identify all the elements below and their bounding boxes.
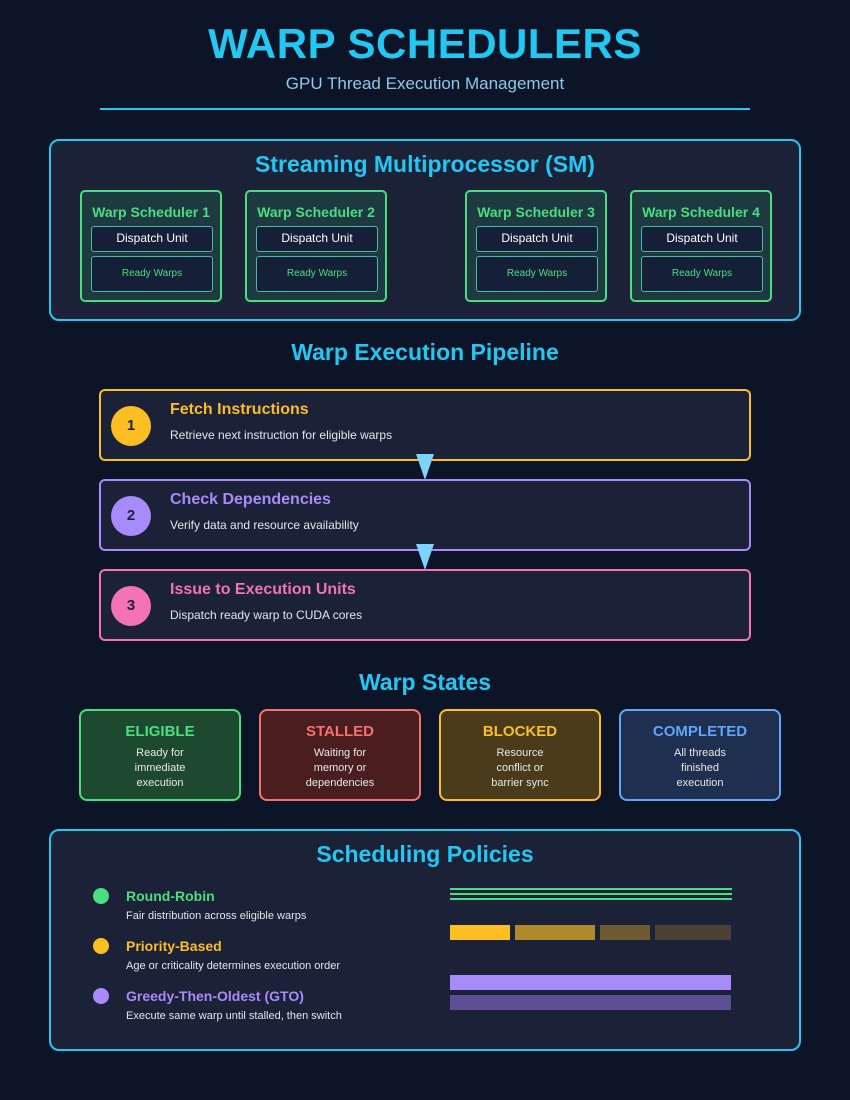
page-title: WARP SCHEDULERS (208, 20, 642, 67)
warp-scheduler-1: Warp Scheduler 1 Dispatch Unit Ready War… (80, 190, 222, 302)
policy-name: Priority-Based (126, 938, 222, 954)
down-arrow-icon (416, 544, 434, 570)
state-stalled: STALLED Waiting for memory or dependenci… (259, 709, 421, 801)
ready-warps: Ready Warps (91, 256, 213, 292)
dispatch-unit: Dispatch Unit (641, 226, 763, 252)
pipeline-step-fetch: 1 Fetch Instructions Retrieve next instr… (99, 389, 751, 461)
warp-scheduler-2: Warp Scheduler 2 Dispatch Unit Ready War… (245, 190, 387, 302)
policy-name: Round-Robin (126, 888, 215, 904)
dispatch-unit: Dispatch Unit (91, 226, 213, 252)
state-description: Ready for immediate execution (134, 747, 186, 789)
sm-title: Streaming Multiprocessor (SM) (255, 151, 595, 177)
round-robin-dot-icon (93, 888, 109, 904)
step-description: Retrieve next instruction for eligible w… (170, 428, 393, 442)
warp-states-title: Warp States (358, 669, 492, 695)
scheduler-name: Warp Scheduler 2 (257, 204, 375, 220)
ready-warps: Ready Warps (641, 256, 763, 292)
state-completed: COMPLETED All threads finished execution (619, 709, 781, 801)
scheduler-name: Warp Scheduler 3 (477, 204, 595, 220)
step-number-badge: 2 (111, 496, 151, 536)
ready-warps: Ready Warps (476, 256, 598, 292)
title-divider (100, 108, 750, 110)
pipeline-step-dependencies: 2 Check Dependencies Verify data and res… (99, 479, 751, 551)
state-description: Resource conflict or barrier sync (491, 747, 549, 789)
warp-scheduler-3: Warp Scheduler 3 Dispatch Unit Ready War… (465, 190, 607, 302)
state-description: All threads finished execution (674, 747, 726, 789)
policy-description: Execute same warp until stalled, then sw… (126, 1010, 342, 1022)
sm-panel: Streaming Multiprocessor (SM) Warp Sched… (49, 139, 801, 321)
policies-title: Scheduling Policies (316, 841, 534, 867)
policy-description: Age or criticality determines execution … (126, 960, 340, 972)
pipeline-step-issue: 3 Issue to Execution Units Dispatch read… (99, 569, 751, 641)
pipeline-title: Warp Execution Pipeline (291, 339, 559, 365)
policies-panel: Scheduling Policies Round-Robin Fair dis… (49, 829, 801, 1051)
priority-bar-3 (600, 925, 650, 940)
state-name: ELIGIBLE (125, 723, 195, 740)
dispatch-unit: Dispatch Unit (476, 226, 598, 252)
state-description: Waiting for memory or dependencies (305, 747, 375, 789)
step-title: Fetch Instructions (170, 401, 309, 418)
step-number-badge: 3 (111, 586, 151, 626)
policy-description: Fair distribution across eligible warps (126, 910, 307, 922)
state-blocked: BLOCKED Resource conflict or barrier syn… (439, 709, 601, 801)
state-name: COMPLETED (652, 723, 748, 740)
gto-bar-next (450, 995, 731, 1010)
state-name: STALLED (305, 723, 375, 740)
rr-line (450, 898, 732, 900)
priority-bar-4 (655, 925, 731, 940)
priority-bar-2 (515, 925, 595, 940)
priority-dot-icon (93, 938, 109, 954)
scheduler-name: Warp Scheduler 1 (92, 204, 210, 220)
down-arrow-icon (416, 454, 434, 480)
page-subtitle: GPU Thread Execution Management (285, 74, 565, 93)
state-name: BLOCKED (482, 723, 558, 740)
policy-name: Greedy-Then-Oldest (GTO) (126, 988, 304, 1004)
priority-bar-1 (450, 925, 510, 940)
gto-bar-active (450, 975, 731, 990)
ready-warps: Ready Warps (256, 256, 378, 292)
round-robin-illustration (450, 888, 732, 902)
rr-line (450, 888, 732, 890)
dispatch-unit: Dispatch Unit (256, 226, 378, 252)
step-description: Verify data and resource availability (170, 518, 359, 532)
step-number-badge: 1 (111, 406, 151, 446)
step-description: Dispatch ready warp to CUDA cores (170, 608, 363, 622)
step-title: Check Dependencies (170, 491, 331, 508)
state-eligible: ELIGIBLE Ready for immediate execution (79, 709, 241, 801)
scheduler-name: Warp Scheduler 4 (642, 204, 760, 220)
rr-line (450, 893, 732, 895)
gto-dot-icon (93, 988, 109, 1004)
step-title: Issue to Execution Units (170, 581, 356, 598)
warp-scheduler-4: Warp Scheduler 4 Dispatch Unit Ready War… (630, 190, 772, 302)
